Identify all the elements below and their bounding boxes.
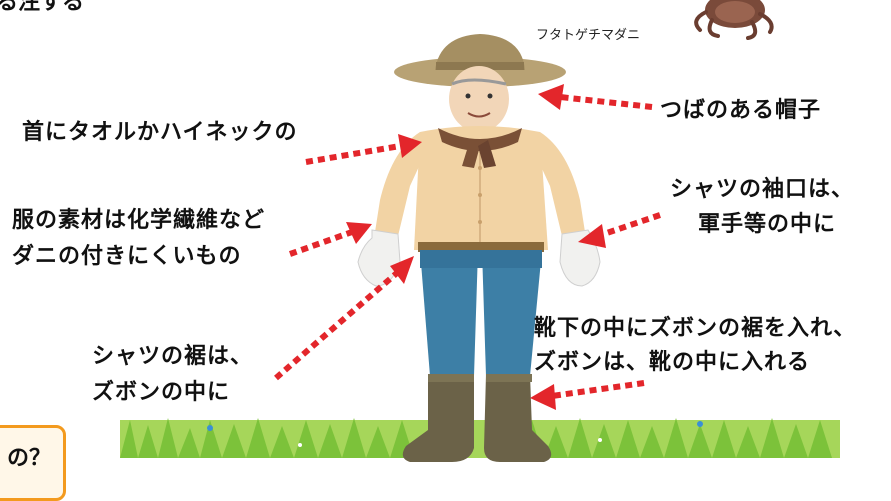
grass-strip (120, 418, 840, 458)
label-material-line1: 服の素材は化学繊維など (12, 208, 266, 233)
bottom-callout-text: の？ (7, 446, 52, 471)
arrow-cuff (578, 212, 661, 248)
header-fragment: る注する (0, 0, 85, 15)
arrow-material (288, 222, 372, 257)
label-material-line2: ダニの付きにくいもの (12, 244, 242, 269)
label-hem-line2: ズボンの中に (92, 380, 231, 405)
farmer-illustration (120, 0, 840, 462)
label-cuff-line2: 軍手等の中に (698, 212, 837, 237)
tick-icon (694, 0, 774, 40)
label-cuff-line1: シャツの袖口は、 (670, 177, 855, 202)
label-socks-line2: ズボンは、靴の中に入れる (534, 350, 811, 375)
arrow-socks (530, 380, 645, 410)
arrow-towel (305, 134, 422, 165)
label-hem-line1: シャツの裾は、 (92, 344, 254, 369)
label-socks-line1: 靴下の中にズボンの裾を入れ、 (534, 316, 857, 341)
tick-name: フタトゲチマダニ (536, 28, 641, 43)
label-hat: つばのある帽子 (660, 98, 822, 123)
bottom-callout-box: の？ (0, 425, 66, 501)
arrow-hat (538, 84, 653, 110)
label-towel: 首にタオルかハイネックの (22, 120, 298, 145)
arrow-hem (274, 256, 414, 381)
